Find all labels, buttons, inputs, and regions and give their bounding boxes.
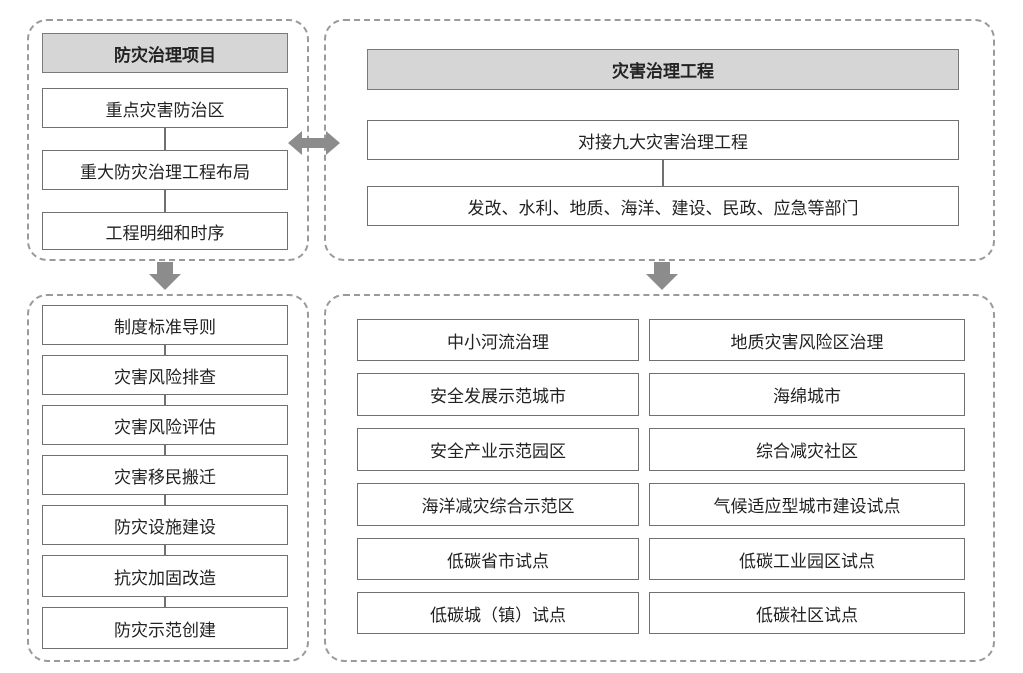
group-bottom-right [324,294,995,662]
program-right-2: 海绵城市 [649,373,965,416]
disaster-prevention-projects-title: 防灾治理项目 [42,33,288,73]
measure-item-3: 灾害风险评估 [42,405,288,445]
program-left-5: 低碳省市试点 [357,538,639,580]
program-left-2: 安全发展示范城市 [357,373,639,416]
connector-line [164,128,166,150]
connector-line [164,190,166,212]
connector-line [164,345,166,355]
program-left-1: 中小河流治理 [357,319,639,361]
connector-line [164,545,166,555]
project-item-3: 工程明细和时序 [42,212,288,250]
group-bottom-left [27,294,309,662]
measure-item-5: 防灾设施建设 [42,505,288,545]
program-right-3: 综合减灾社区 [649,428,965,471]
program-left-3: 安全产业示范园区 [357,428,639,471]
measure-item-1: 制度标准导则 [42,305,288,345]
measure-item-7: 防灾示范创建 [42,607,288,649]
measure-item-2: 灾害风险排查 [42,355,288,395]
engineering-item-1: 对接九大灾害治理工程 [367,120,959,160]
program-left-4: 海洋减灾综合示范区 [357,483,639,526]
measure-item-4: 灾害移民搬迁 [42,455,288,495]
program-right-1: 地质灾害风险区治理 [649,319,965,361]
connector-line [164,395,166,405]
engineering-item-2: 发改、水利、地质、海洋、建设、民政、应急等部门 [367,186,959,226]
double-arrow-icon [288,131,340,155]
disaster-governance-engineering-title: 灾害治理工程 [367,49,959,90]
program-left-6: 低碳城（镇）试点 [357,592,639,634]
connector-line [662,160,664,186]
project-item-1: 重点灾害防治区 [42,88,288,128]
connector-line [164,445,166,455]
measure-item-6: 抗灾加固改造 [42,555,288,597]
program-right-5: 低碳工业园区试点 [649,538,965,580]
down-arrow-icon [646,262,678,290]
program-right-4: 气候适应型城市建设试点 [649,483,965,526]
program-right-6: 低碳社区试点 [649,592,965,634]
project-item-2: 重大防灾治理工程布局 [42,150,288,190]
down-arrow-icon [149,262,181,290]
connector-line [164,597,166,607]
connector-line [164,495,166,505]
